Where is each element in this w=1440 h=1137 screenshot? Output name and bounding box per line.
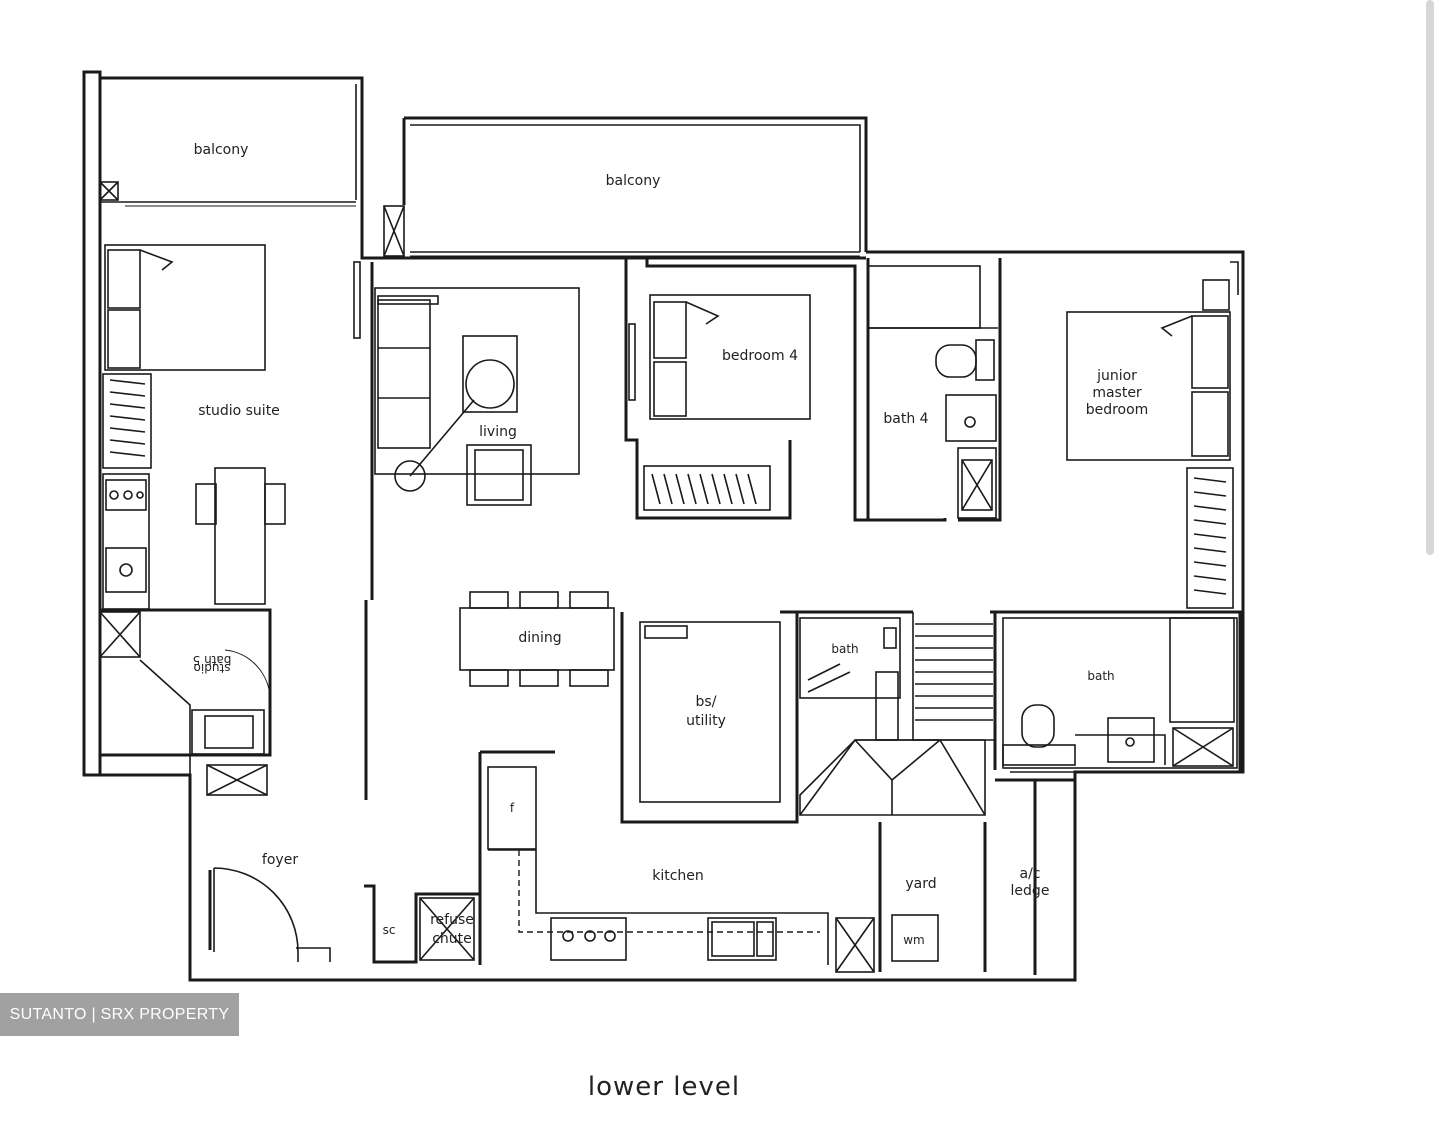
label-junior-master-3: bedroom: [1086, 402, 1149, 418]
label-kitchen: kitchen: [652, 868, 704, 884]
scrollbar[interactable]: [1426, 0, 1434, 555]
plan-caption: lower level: [588, 1072, 740, 1102]
label-balcony-main: balcony: [606, 173, 661, 189]
label-refuse-chute-2: chute: [432, 931, 472, 947]
label-yard: yard: [905, 876, 936, 892]
label-ac-ledge-2: ledge: [1011, 883, 1050, 899]
label-washing-machine: wm: [903, 933, 925, 947]
guest-bath-structure: [990, 610, 1242, 773]
label-living: living: [479, 424, 517, 440]
label-balcony-left: balcony: [194, 142, 249, 158]
label-fridge: f: [510, 801, 515, 815]
label-bs-utility-2: utility: [686, 713, 726, 729]
outer-walls: [82, 70, 1245, 982]
room-labels: balcony balcony studio suite living bedr…: [193, 142, 1149, 947]
label-foyer: foyer: [262, 852, 298, 868]
label-refuse-chute-1: refuse: [430, 912, 474, 928]
label-bath-guest: bath: [1087, 669, 1114, 683]
studio-bath-fixtures: [99, 611, 271, 796]
label-studio-bath-1: bath 5: [193, 653, 232, 667]
utility-stairs-structure: [620, 610, 996, 824]
foyer-structure: [208, 867, 480, 964]
label-studio-suite: studio suite: [198, 403, 280, 419]
label-bath-4: bath 4: [883, 411, 928, 427]
label-sc: sc: [383, 923, 396, 937]
label-junior-master-2: master: [1092, 385, 1142, 401]
studio-suite-furniture: [99, 181, 286, 610]
label-junior-master-1: junior: [1096, 368, 1137, 384]
watermark: SUTANTO | SRX PROPERTY: [0, 993, 239, 1036]
label-bedroom-4: bedroom 4: [722, 348, 798, 364]
bath4-structure: [866, 258, 1002, 522]
label-studio-bath-2: studio: [194, 661, 231, 675]
junior-master-structure: [1066, 261, 1239, 609]
label-ac-ledge-1: a/c: [1020, 866, 1041, 882]
label-bath-small: bath: [831, 642, 858, 656]
kitchen-structure: [478, 750, 1075, 975]
label-dining: dining: [518, 630, 561, 646]
balcony-rails: [100, 84, 860, 257]
label-bs-utility-1: bs/: [696, 694, 717, 710]
dining-furniture: [459, 591, 615, 687]
living-furniture: [353, 205, 580, 506]
bedroom4-structure: [624, 258, 868, 522]
